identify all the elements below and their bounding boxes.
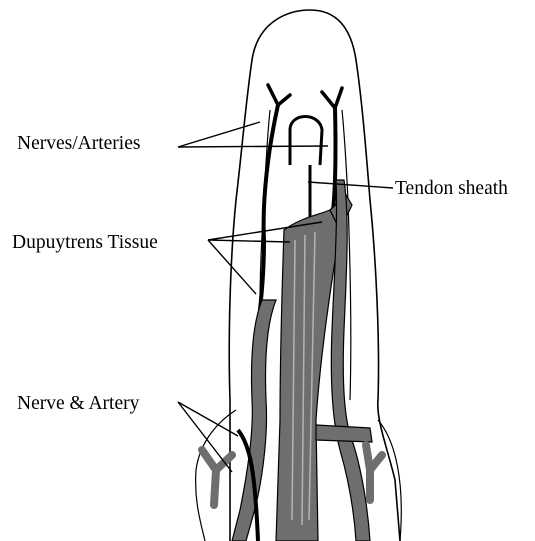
leader-nerve-artery-lower <box>178 402 232 472</box>
leader-nerve-artery-upper <box>178 402 238 436</box>
tendon-tip-loop <box>290 117 322 166</box>
label-dupuytrens-tissue: Dupuytrens Tissue <box>12 232 158 253</box>
nerve-y-left <box>202 450 232 505</box>
leader-dupuytrens-mid <box>208 240 290 242</box>
leader-tendon-sheath <box>308 182 393 188</box>
leader-nerves-left <box>178 122 260 147</box>
label-tendon-sheath: Tendon sheath <box>395 178 508 199</box>
nerve-branch-right <box>322 88 342 108</box>
label-nerve-artery: Nerve & Artery <box>17 393 140 414</box>
dupuytrens-cord-central <box>276 210 340 541</box>
nerve-y-right <box>366 445 382 500</box>
label-nerves-arteries: Nerves/Arteries <box>17 133 140 154</box>
dupuytrens-cross-branch <box>316 425 372 442</box>
nerve-branch-left <box>268 85 290 105</box>
nerve-artery-right <box>332 108 336 220</box>
leader-nerves-right <box>178 146 328 147</box>
nerve-artery-left <box>260 105 278 310</box>
